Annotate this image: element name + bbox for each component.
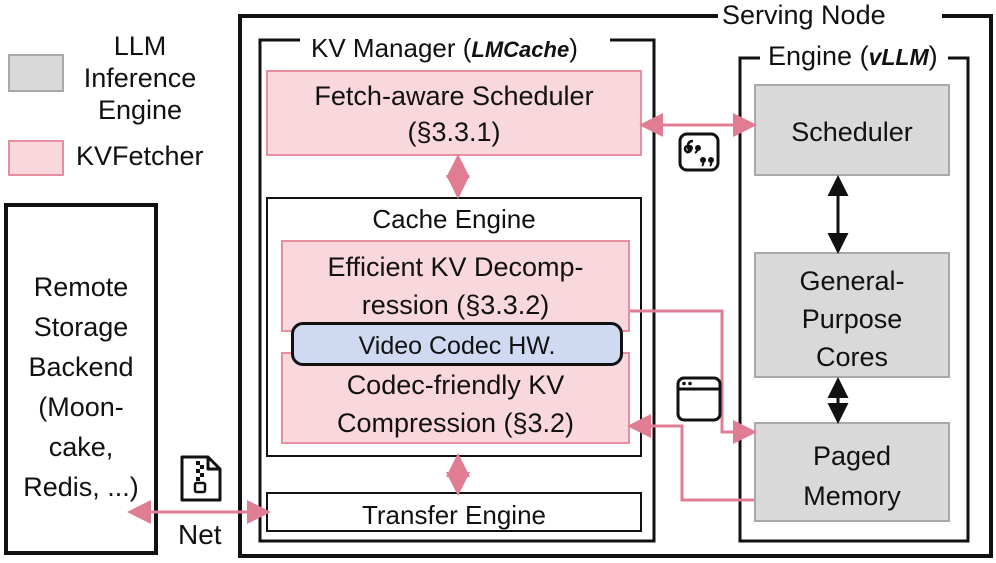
compression-line2: Compression (§3.2) — [336, 408, 575, 438]
quote-icon — [678, 132, 720, 172]
remote-storage-line: Backend — [28, 352, 134, 382]
engine-title-prefix: Engine ( — [768, 41, 869, 71]
engine-title-emph: vLLM — [868, 44, 929, 70]
paged-memory-box: Paged Memory — [754, 422, 950, 522]
legend-llm-line3: Engine — [97, 95, 183, 125]
net-label: Net — [178, 519, 222, 550]
remote-storage-line: Redis, ...) — [23, 472, 139, 502]
decompression-text: Efficient KV Decomp- ression (§3.3.2) — [283, 248, 628, 324]
legend-kvfetcher-swatch — [8, 140, 64, 176]
remote-storage-line: (Moon- — [38, 392, 124, 422]
remote-storage-line: Storage — [33, 312, 129, 342]
remote-storage-box: Remote Storage Backend (Moon- cake, Redi… — [4, 203, 158, 555]
remote-storage-text: Remote Storage Backend (Moon- cake, Redi… — [8, 267, 154, 507]
arrow-decompression-to-paged-memory — [630, 309, 757, 444]
remote-storage-line: Remote — [33, 272, 129, 302]
kv-window-icon — [676, 376, 722, 422]
engine-title-suffix: ) — [928, 41, 938, 71]
paged-memory-line: Memory — [803, 481, 901, 511]
compression-line1: Codec-friendly KV — [346, 370, 565, 400]
remote-storage-line: cake, — [48, 432, 114, 462]
cache-engine-title: Cache Engine — [372, 204, 536, 234]
general-purpose-cores-box: General- Purpose Cores — [754, 252, 950, 378]
kv-manager-title-emph: LMCache — [471, 37, 570, 62]
scheduler-box: Scheduler — [754, 84, 950, 176]
video-codec-hw-box: Video Codec HW. — [291, 322, 623, 366]
legend-llm-swatch — [8, 54, 64, 92]
legend-llm-line2: Inference — [83, 63, 197, 93]
decompression-line1: Efficient KV Decomp- — [327, 252, 584, 282]
arrow-paged-memory-to-compression — [627, 414, 754, 502]
paged-memory-text: Paged Memory — [756, 436, 948, 516]
engine-title: Engine (vLLM) — [768, 43, 938, 70]
transfer-engine-label: Transfer Engine — [361, 500, 547, 530]
serving-node-frame — [238, 14, 993, 558]
video-codec-hw-label: Video Codec HW. — [358, 332, 556, 360]
scheduler-label: Scheduler — [791, 117, 913, 147]
decompression-line2: ression (§3.3.2) — [361, 290, 550, 320]
legend-kvfetcher-label: KVFetcher — [76, 141, 204, 171]
paged-memory-line: Paged — [812, 441, 892, 471]
compression-text: Codec-friendly KV Compression (§3.2) — [283, 366, 628, 442]
cores-line: General- — [799, 266, 905, 296]
cores-line: Purpose — [801, 304, 903, 334]
kv-manager-frame — [258, 38, 656, 543]
fetch-aware-scheduler-box: Fetch-aware Scheduler (§3.3.1) — [266, 70, 642, 156]
kv-manager-title-prefix: KV Manager ( — [311, 33, 472, 63]
serving-node-title: Serving Node — [722, 0, 886, 30]
zip-file-icon — [180, 455, 222, 502]
kv-manager-title-suffix: ) — [569, 33, 578, 63]
engine-frame — [738, 56, 970, 543]
legend-llm-line1: LLM — [113, 31, 167, 61]
general-purpose-cores-text: General- Purpose Cores — [756, 262, 948, 376]
fetch-aware-scheduler-line1: Fetch-aware Scheduler — [314, 81, 594, 111]
fetch-aware-scheduler-text: Fetch-aware Scheduler (§3.3.1) — [268, 78, 640, 150]
legend-llm-label: LLM Inference Engine — [70, 30, 210, 126]
fetch-aware-scheduler-line2: (§3.3.1) — [407, 117, 501, 147]
kv-manager-title: KV Manager (LMCache) — [311, 35, 578, 61]
cores-line: Cores — [815, 342, 889, 372]
